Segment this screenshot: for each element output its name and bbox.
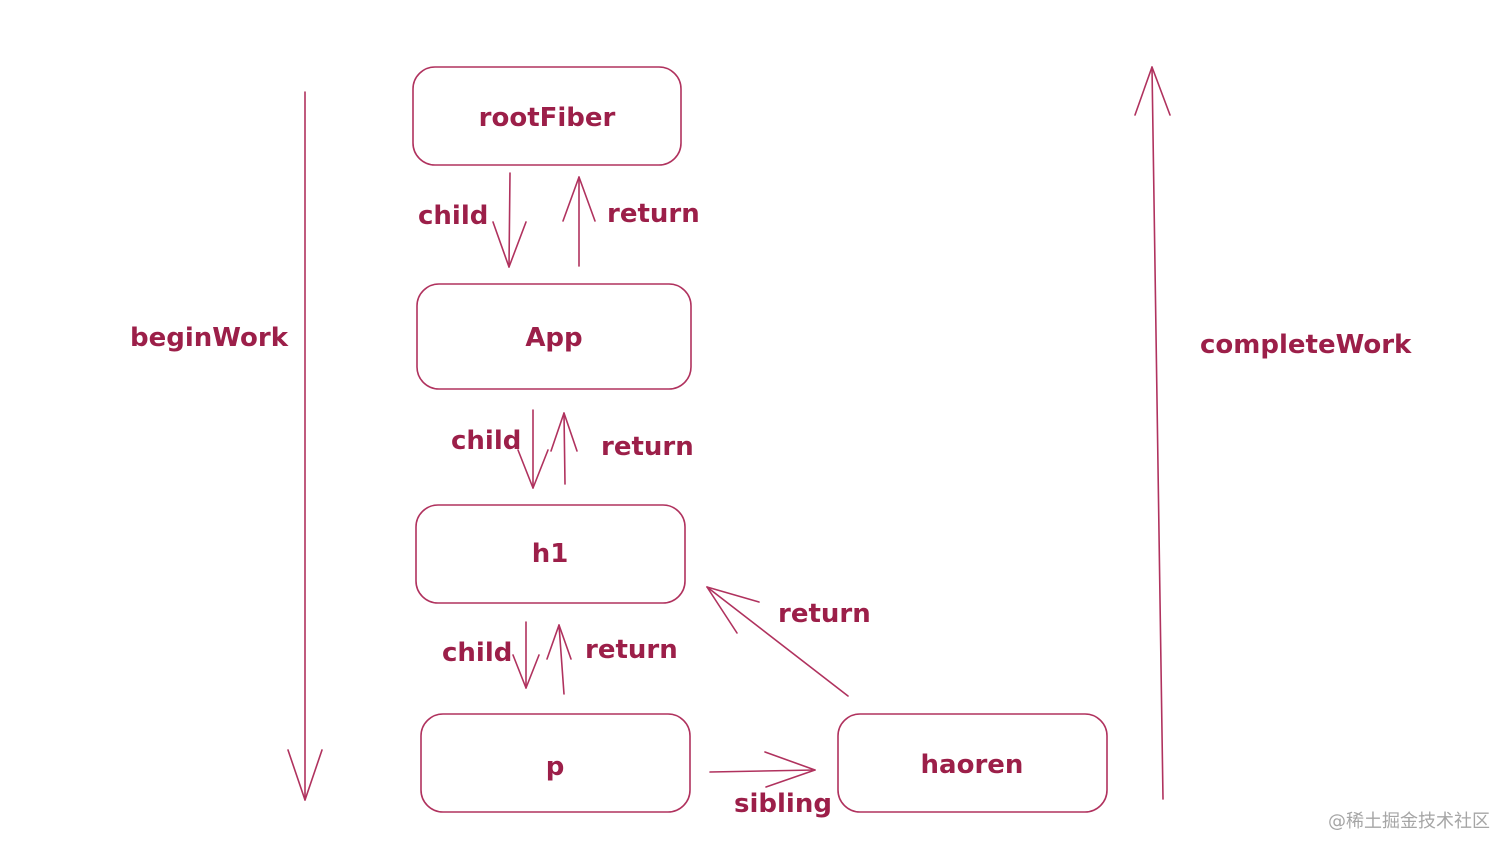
label-child-app-h1: child bbox=[451, 426, 521, 456]
label-child-rootfiber-app: child bbox=[418, 201, 488, 231]
arrow-return-p-h1 bbox=[546, 624, 572, 695]
label-begin-work: beginWork bbox=[130, 323, 289, 353]
node-haoren: haoren bbox=[837, 713, 1108, 813]
node-rootfiber: rootFiber bbox=[412, 66, 682, 166]
arrow-complete-work bbox=[1134, 66, 1171, 800]
node-haoren-label: haoren bbox=[921, 750, 1024, 780]
arrow-sibling-p-haoren bbox=[709, 751, 816, 788]
arrow-child-rootfiber-app bbox=[492, 172, 527, 268]
node-h1: h1 bbox=[415, 504, 686, 604]
arrow-return-app-rootfiber bbox=[562, 176, 596, 267]
node-rootfiber-label: rootFiber bbox=[479, 103, 616, 133]
node-app: App bbox=[416, 283, 692, 390]
arrow-begin-work bbox=[287, 91, 323, 801]
watermark: @稀土掘金技术社区 bbox=[1328, 811, 1490, 832]
label-return-app-rootfiber: return bbox=[607, 199, 700, 229]
arrow-return-h1-app bbox=[550, 412, 578, 485]
arrow-return-haoren-h1 bbox=[706, 586, 849, 697]
arrow-child-app-h1 bbox=[517, 409, 549, 489]
label-return-h1-app: return bbox=[601, 432, 694, 462]
node-h1-label: h1 bbox=[532, 539, 569, 569]
node-p: p bbox=[420, 713, 691, 813]
label-return-p-h1: return bbox=[585, 635, 678, 665]
label-complete-work: completeWork bbox=[1200, 330, 1412, 360]
arrow-child-h1-p bbox=[512, 621, 540, 689]
node-p-label: p bbox=[546, 752, 565, 782]
label-child-h1-p: child bbox=[442, 638, 512, 668]
label-return-haoren-h1: return bbox=[778, 599, 871, 629]
label-sibling: sibling bbox=[734, 789, 832, 819]
node-app-label: App bbox=[525, 323, 582, 353]
